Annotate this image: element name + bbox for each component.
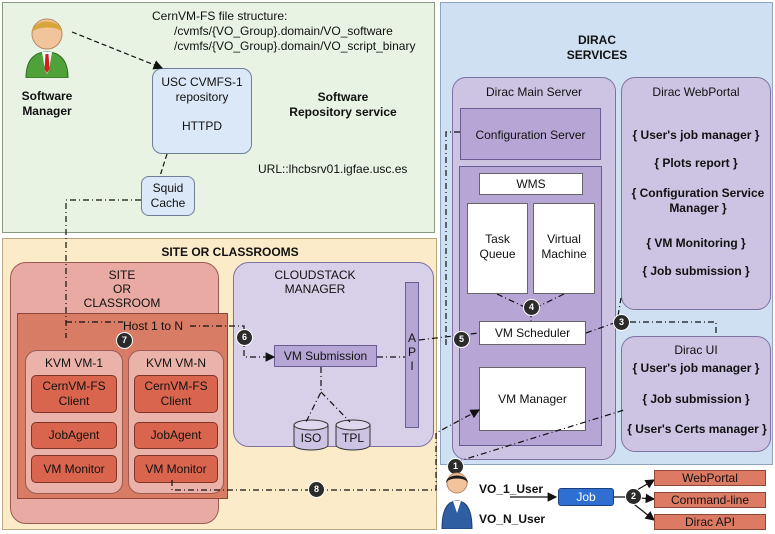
- vm-scheduler: VM Scheduler: [479, 321, 586, 345]
- wms-box: WMS: [479, 173, 583, 195]
- output-command-line: Command-line: [654, 492, 766, 508]
- job-box: Job: [558, 488, 614, 506]
- step-badge-6: 6: [237, 330, 252, 345]
- dirac-ui-item-users-certs-manager: { User's Certs manager }: [627, 422, 767, 436]
- configuration-server: Configuration Server: [460, 108, 601, 160]
- vm-1-cernvm-fs-client: CernVM-FS Client: [31, 375, 117, 413]
- dirac-webportal-title: Dirac WebPortal: [652, 85, 740, 99]
- vm-n-monitor: VM Monitor: [134, 455, 218, 483]
- vm-n-jobagent: JobAgent: [134, 422, 218, 449]
- site-or-classrooms-title: SITE OR CLASSROOMS: [161, 245, 299, 259]
- step-badge-5: 5: [454, 332, 469, 347]
- software-repository-service-label: Software Repository service: [289, 90, 397, 119]
- webportal-item-users-job-manager: { User's job manager }: [632, 128, 760, 142]
- vm-submission: VM Submission: [274, 345, 377, 367]
- iso-storage-icon: [292, 419, 330, 451]
- task-queue: Task Queue: [467, 203, 528, 294]
- webportal-item-vm-monitoring: { VM Monitoring }: [646, 236, 746, 250]
- step-badge-2: 2: [626, 489, 641, 504]
- step-badge-7: 7: [117, 333, 132, 348]
- usc-cvmfs-repository: USC CVMFS-1 repository HTTPD: [152, 68, 252, 154]
- kvm-vm-n-title: KVM VM-N: [146, 356, 206, 370]
- repository-url: URL::lhcbsrv01.igfae.usc.es: [258, 162, 408, 176]
- vm-1-jobagent: JobAgent: [31, 422, 117, 449]
- vm-manager: VM Manager: [479, 367, 586, 431]
- iso-label: ISO: [300, 431, 322, 445]
- user-avatar-icon: [440, 469, 474, 530]
- software-manager-label: Software Manager: [21, 89, 73, 118]
- step-badge-8: 8: [309, 482, 324, 497]
- api-bar: A P I: [405, 282, 419, 428]
- dirac-webportal: [621, 77, 771, 310]
- dirac-ui-item-users-job-manager: { User's job manager }: [632, 361, 760, 375]
- virtual-machine: Virtual Machine: [533, 203, 595, 294]
- kvm-vm-1-title: KVM VM-1: [44, 356, 103, 370]
- cloudstack-manager-title: CLOUDSTACK MANAGER: [274, 268, 356, 296]
- dirac-services-title: DIRAC SERVICES: [566, 33, 628, 62]
- site-or-classroom-label: SITE OR CLASSROOM: [83, 268, 161, 310]
- dirac-ui: [621, 336, 771, 452]
- vo-n-user-label: VO_N_User: [479, 512, 546, 526]
- software-manager-avatar-icon: [22, 14, 72, 79]
- step-badge-3: 3: [614, 315, 629, 330]
- output-dirac-api: Dirac API: [654, 514, 766, 530]
- tpl-label: TPL: [341, 431, 364, 445]
- dirac-ui-item-job-submission: { Job submission }: [642, 392, 750, 406]
- squid-cache: Squid Cache: [141, 176, 195, 216]
- webportal-item-plots-report: { Plots report }: [654, 156, 738, 170]
- step-badge-1: 1: [448, 459, 463, 474]
- vm-n-cernvm-fs-client: CernVM-FS Client: [134, 375, 218, 413]
- vo-1-user-label: VO_1_User: [479, 482, 544, 496]
- webportal-item-configuration-service: { Configuration Service Manager }: [631, 186, 765, 215]
- output-webportal: WebPortal: [654, 470, 766, 486]
- dirac-ui-title: Dirac UI: [674, 343, 718, 357]
- cvmfs-structure-text: CernVM-FS file structure: /cvmfs/{VO_Gro…: [152, 9, 416, 53]
- vm-1-monitor: VM Monitor: [31, 455, 117, 483]
- dirac-main-server-title: Dirac Main Server: [485, 85, 583, 99]
- step-badge-4: 4: [524, 300, 539, 315]
- tpl-storage-icon: [334, 419, 372, 451]
- webportal-item-job-submission: { Job submission }: [642, 264, 750, 278]
- host-label: Host 1 to N: [123, 319, 184, 333]
